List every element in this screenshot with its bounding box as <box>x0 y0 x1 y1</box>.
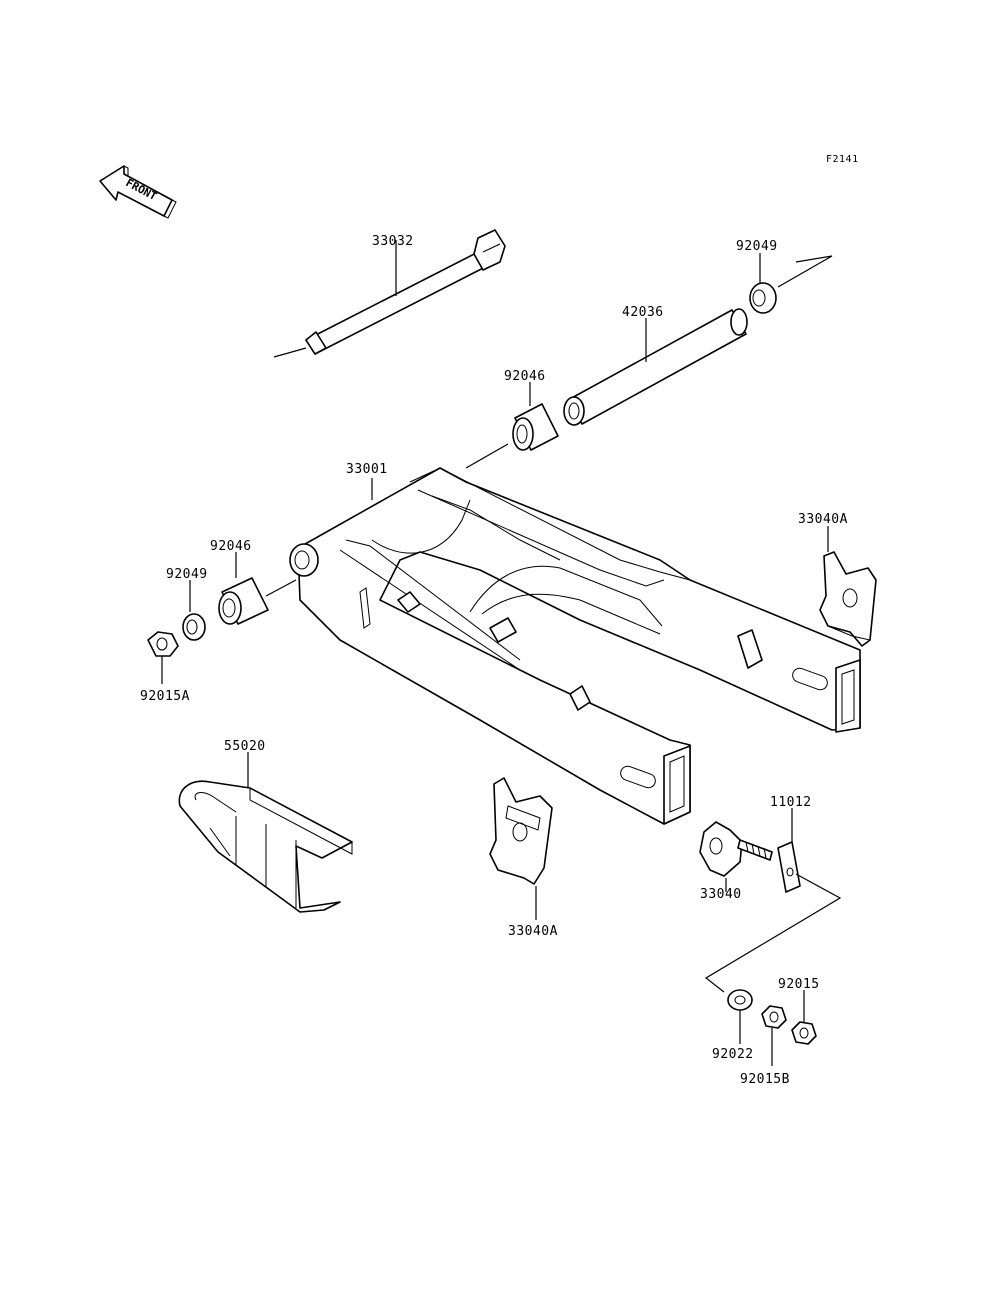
label-33032: 33032 <box>372 234 414 249</box>
collar-92049-right: 92049 <box>736 239 833 314</box>
chain-guide-55020: 55020 <box>178 739 353 913</box>
figure-code: F2141 <box>826 154 859 165</box>
nut-92015B: 92015B <box>740 1005 790 1087</box>
pivot-shaft-33032: 33032 <box>273 229 506 358</box>
label-11012: 11012 <box>770 795 812 810</box>
front-direction-arrow-icon: FRONT <box>99 165 177 219</box>
label-92046-left: 92046 <box>210 539 252 554</box>
label-92049-left: 92049 <box>166 567 208 582</box>
adjuster-plate-33040A-center: 33040A <box>489 777 558 939</box>
collar-92049-left: 92049 <box>166 567 208 641</box>
label-92015: 92015 <box>778 977 820 992</box>
label-33040: 33040 <box>700 887 742 902</box>
bearing-92046-center: 92046 <box>465 369 559 469</box>
label-33040A-right: 33040A <box>798 512 848 527</box>
label-92015B: 92015B <box>740 1072 790 1087</box>
sleeve-42036: 42036 <box>563 305 748 426</box>
label-92022: 92022 <box>712 1047 754 1062</box>
nut-92015: 92015 <box>778 977 820 1045</box>
label-33001: 33001 <box>346 462 388 477</box>
label-55020: 55020 <box>224 739 266 754</box>
nut-92015A: 92015A <box>140 631 190 704</box>
chain-adjuster-33040: 33040 <box>699 821 773 902</box>
label-92046-center: 92046 <box>504 369 546 384</box>
plate-11012: 11012 <box>704 795 842 993</box>
bearing-92046-left: 92046 <box>210 539 297 625</box>
label-92049-right: 92049 <box>736 239 778 254</box>
label-92015A: 92015A <box>140 689 190 704</box>
washer-92022: 92022 <box>712 989 754 1062</box>
label-42036: 42036 <box>622 305 664 320</box>
adjuster-plate-33040A-right: 33040A <box>798 512 877 647</box>
label-33040A-center: 33040A <box>508 924 558 939</box>
swingarm-33001: 33001 <box>289 462 861 825</box>
